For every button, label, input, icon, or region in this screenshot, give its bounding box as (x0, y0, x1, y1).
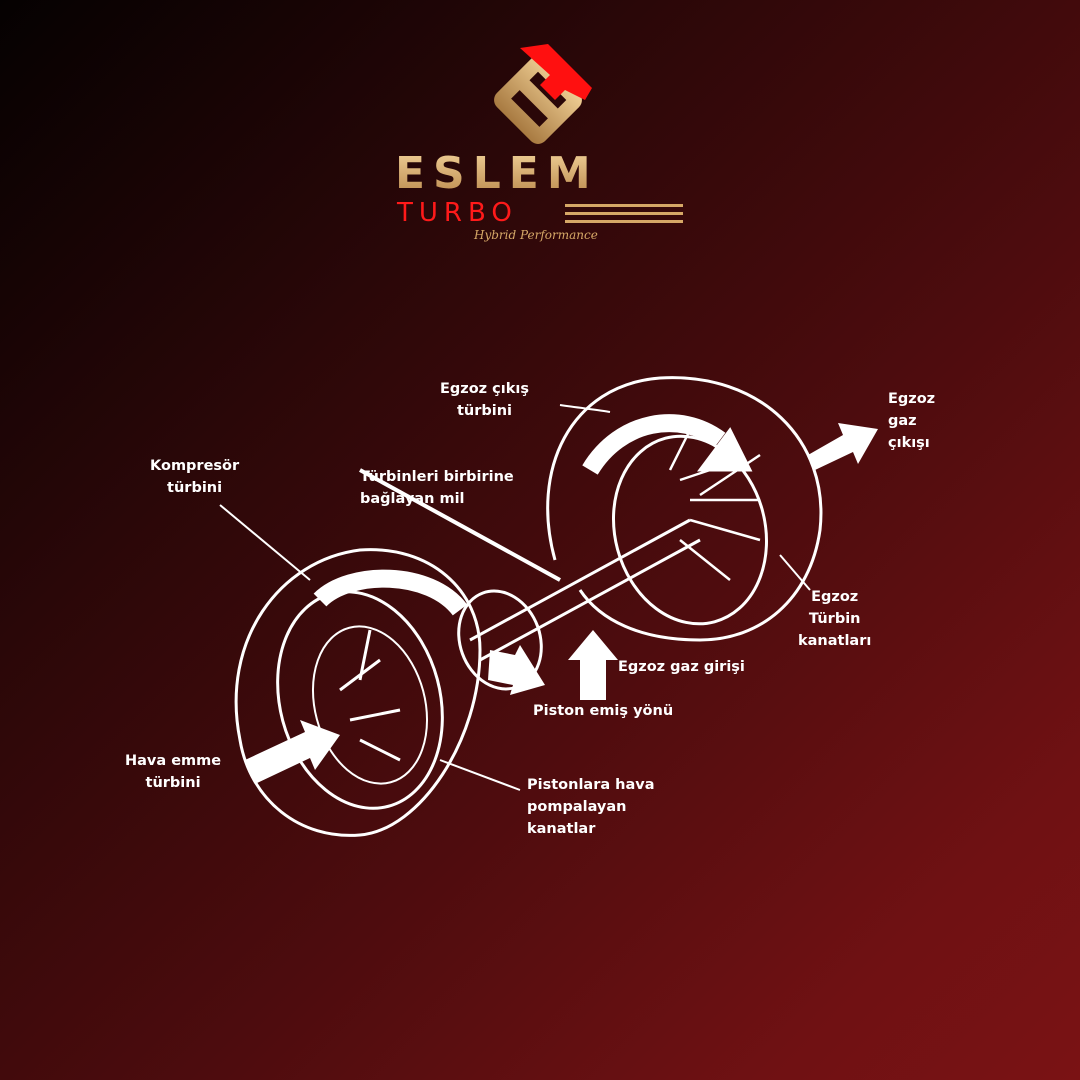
leader-lines (219, 404, 811, 791)
compressor-housing (234, 548, 482, 837)
brand-sub: TURBO (397, 198, 518, 228)
label-egzoz-gaz-girisi: Egzoz gaz girişi (618, 659, 745, 675)
brand-name: ESLEM (395, 148, 599, 199)
exhaust-in-arrow (568, 630, 618, 700)
flow-arrows[interactable] (245, 423, 878, 784)
label-piston-emis: Piston emiş yönü (533, 703, 674, 719)
eslem-logo-emblem (494, 44, 683, 223)
shaft (359, 468, 701, 691)
exhaust-out-arrow (808, 423, 878, 470)
air-intake-arrow (245, 720, 340, 784)
brand-tagline: Hybrid Performance (474, 228, 598, 242)
turbine-blades (668, 429, 761, 581)
piston-intake-arrow (488, 645, 545, 695)
